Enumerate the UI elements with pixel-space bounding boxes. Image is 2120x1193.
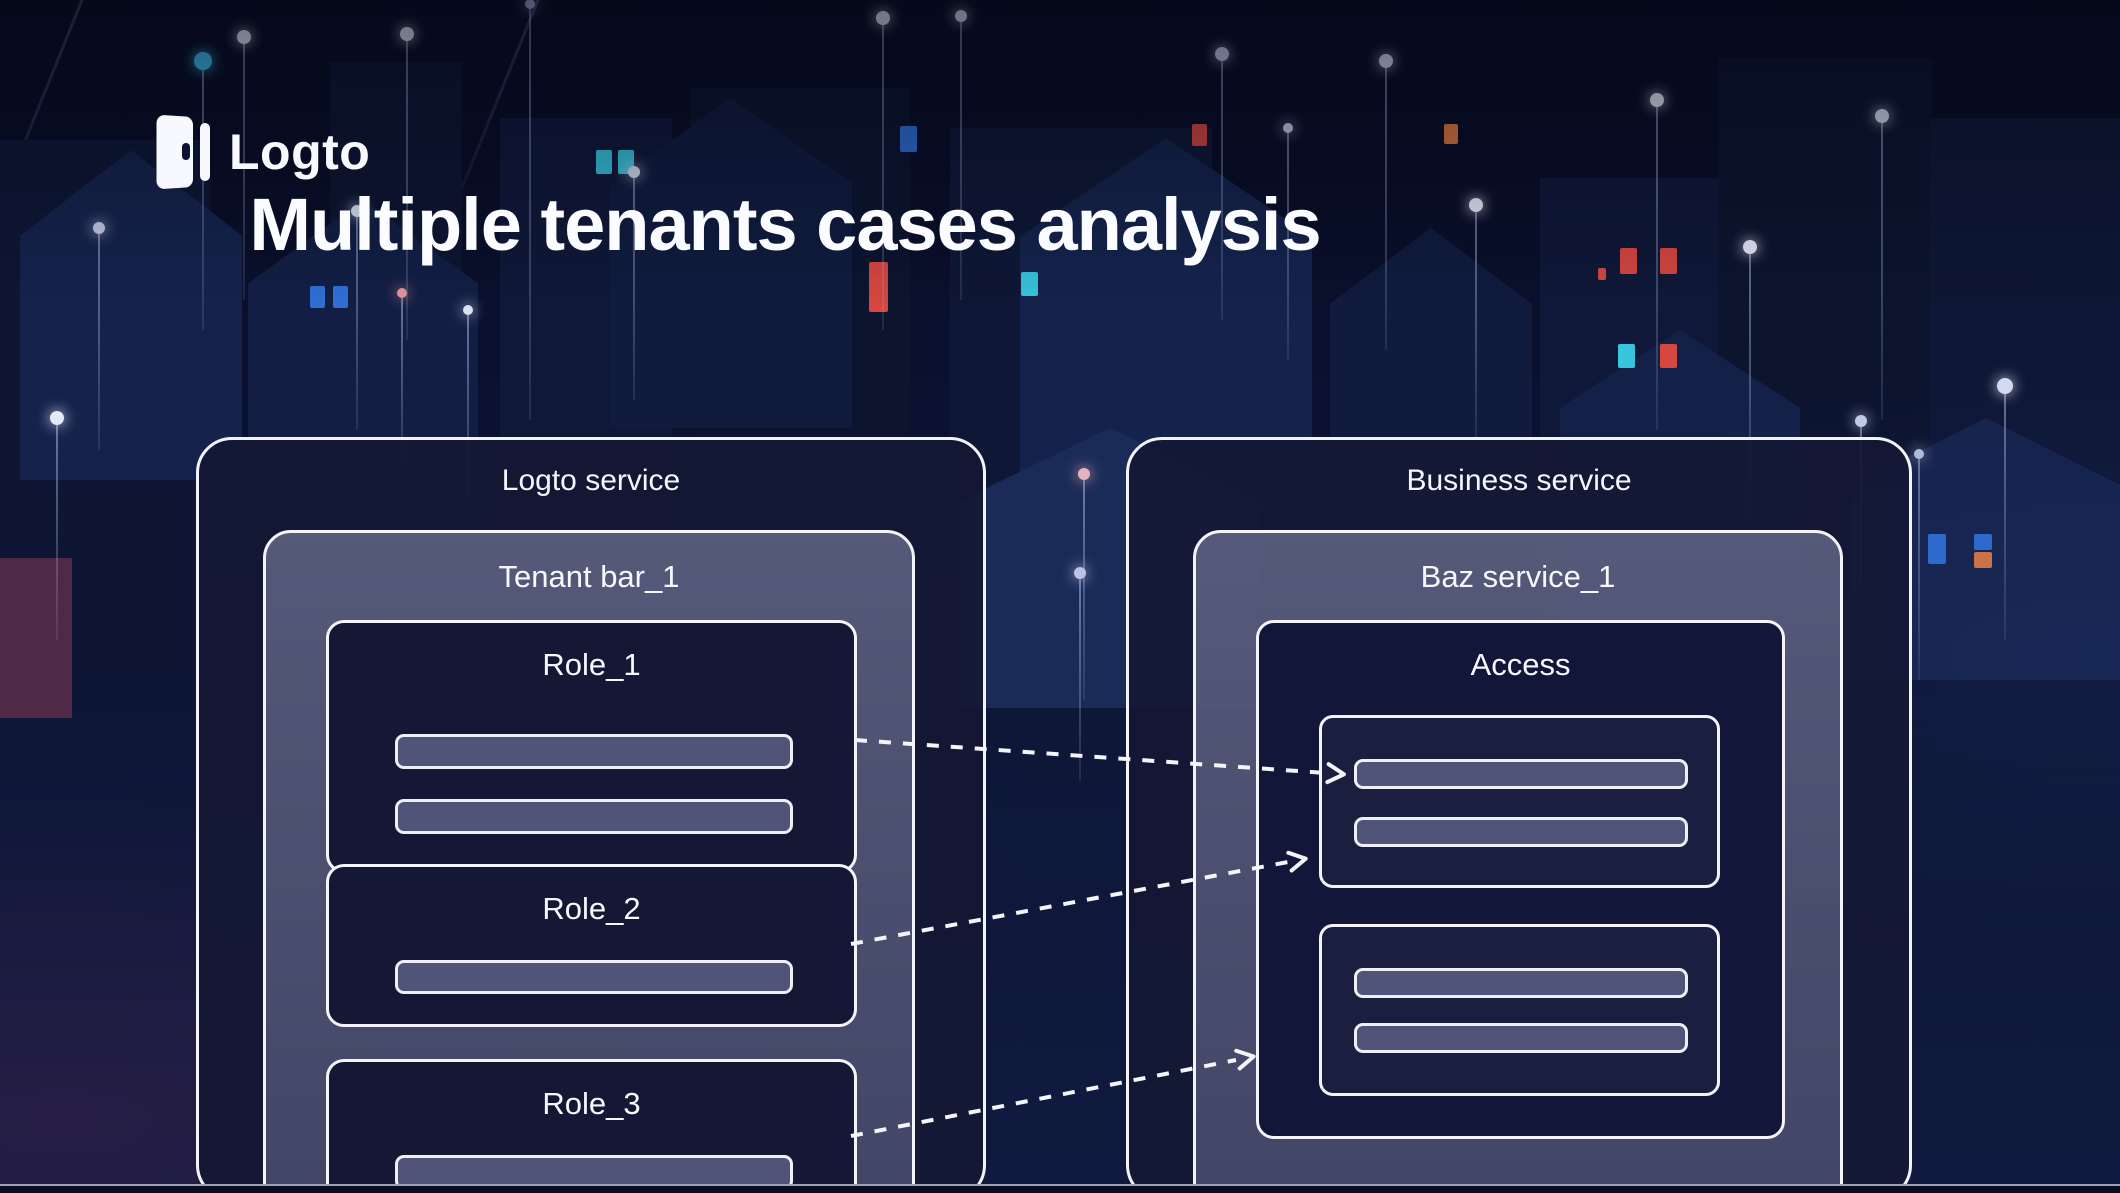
baz-service-box: Baz service_1 Access [1193, 530, 1843, 1193]
access-group-2 [1319, 924, 1720, 1096]
permission-bar-placeholder [395, 799, 793, 834]
role-2-label: Role_2 [542, 891, 641, 926]
tenant-box: Tenant bar_1 Role_1 Role_2 Role_3 [263, 530, 915, 1193]
access-group-1 [1319, 715, 1720, 888]
panel-logto-service-title: Logto service [501, 464, 681, 497]
panel-business-service-title: Business service [1406, 464, 1632, 497]
permission-bar-placeholder [395, 960, 793, 994]
baz-service-title: Baz service_1 [1420, 559, 1616, 594]
permission-bar-placeholder [1354, 1023, 1688, 1053]
role-card-2: Role_2 [326, 864, 857, 1027]
access-card: Access [1256, 620, 1785, 1139]
logo-text: Logto [229, 124, 371, 180]
permission-bar-placeholder [1354, 968, 1688, 998]
permission-bar-placeholder [1354, 817, 1688, 847]
tenant-title: Tenant bar_1 [498, 559, 680, 594]
role-card-1: Role_1 [326, 620, 857, 873]
permission-bar-placeholder [1354, 759, 1688, 789]
logo: Logto [153, 114, 370, 190]
logto-door-icon [153, 114, 217, 190]
role-1-label: Role_1 [542, 647, 641, 682]
panel-logto-service: Logto service Tenant bar_1 Role_1 Role_2… [196, 437, 986, 1193]
page-title: Multiple tenants cases analysis [249, 183, 1321, 266]
panel-business-service: Business service Baz service_1 Access [1126, 437, 1912, 1193]
permission-bar-placeholder [395, 734, 793, 769]
frame-bottom-edge [0, 1184, 2120, 1193]
role-3-label: Role_3 [542, 1086, 641, 1121]
role-card-3: Role_3 [326, 1059, 857, 1193]
access-label: Access [1470, 647, 1571, 682]
